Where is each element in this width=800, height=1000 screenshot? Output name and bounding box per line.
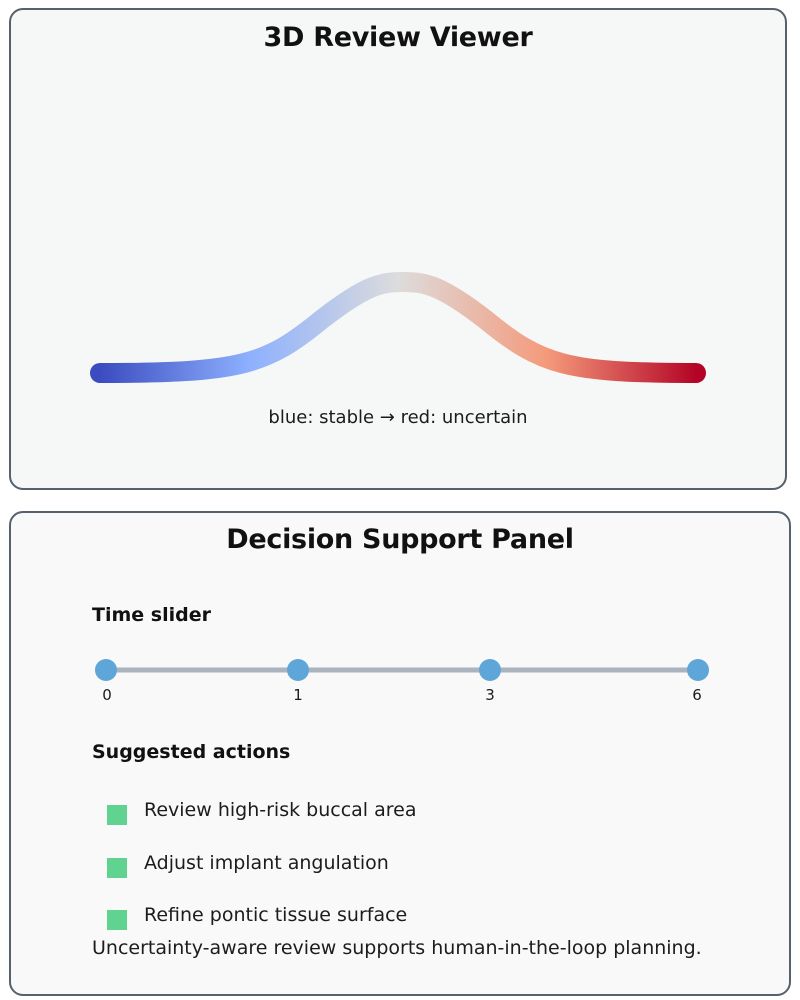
action-item-label: Adjust implant angulation	[144, 852, 389, 874]
time-tick-label: 6	[692, 686, 702, 704]
time-slider-handle-1[interactable]	[287, 659, 309, 681]
action-item-label: Refine pontic tissue surface	[144, 904, 408, 926]
time-slider-heading: Time slider	[92, 604, 211, 626]
decision-panel-title: Decision Support Panel	[226, 524, 574, 555]
time-tick-label: 1	[293, 686, 303, 704]
time-slider[interactable]	[11, 513, 793, 713]
uncertainty-legend: blue: stable → red: uncertain	[268, 407, 528, 428]
action-marker-square	[107, 805, 127, 825]
time-tick-label: 3	[485, 686, 495, 704]
uncertainty-curve	[90, 271, 706, 383]
footer-note: Uncertainty-aware review supports human-…	[92, 937, 702, 959]
time-tick-label: 0	[102, 686, 112, 704]
action-marker-square	[107, 858, 127, 878]
action-marker-square	[107, 910, 127, 930]
time-slider-handle-6[interactable]	[687, 659, 709, 681]
uncertainty-curve-canvas[interactable]	[11, 10, 789, 492]
time-slider-handle-3[interactable]	[479, 659, 501, 681]
decision-support-panel: Decision Support Panel Time slider 0 1 3…	[9, 511, 791, 996]
time-slider-handle-0[interactable]	[95, 659, 117, 681]
action-item-label: Review high-risk buccal area	[144, 799, 417, 821]
suggested-actions-heading: Suggested actions	[92, 741, 291, 763]
review-viewer-panel: 3D Review Viewer blue: stable → red: unc…	[9, 8, 787, 490]
viewer-title: 3D Review Viewer	[263, 22, 533, 53]
